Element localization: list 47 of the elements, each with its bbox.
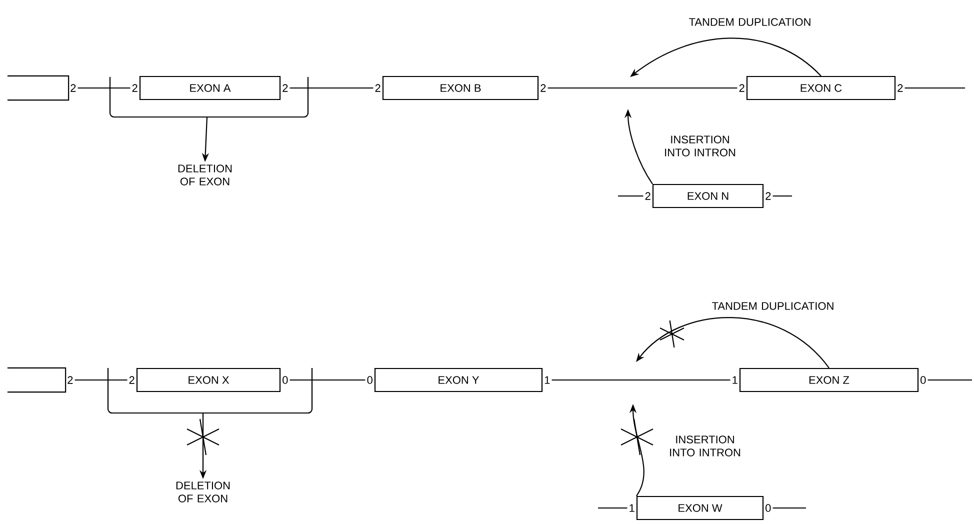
phase-number: 2: [68, 376, 73, 384]
phase-number: 0: [766, 504, 771, 512]
phase-number: 0: [920, 376, 926, 384]
exon-box: EXON X: [136, 368, 281, 392]
phase-number: 2: [282, 84, 288, 92]
exon-box: EXON C: [746, 76, 896, 100]
phase-number: 2: [898, 84, 903, 92]
caption-text: DELETION OF EXON: [178, 164, 232, 186]
edge-label: INSERTION INTO INTRON: [665, 136, 736, 156]
caption-text: DELETION OF EXON: [176, 482, 230, 502]
intron-line: [772, 507, 806, 509]
exon-box: EXON N: [652, 184, 764, 208]
phase-number: 2: [70, 84, 76, 92]
exon-box: EXON B: [382, 76, 539, 100]
phase-number: 2: [132, 84, 138, 92]
phase-number: 2: [739, 84, 744, 92]
intron-line: [618, 195, 644, 197]
phase-number: 1: [732, 376, 738, 384]
phase-number: 2: [375, 84, 380, 92]
phase-number: 1: [544, 376, 550, 384]
exon-box: [7, 367, 66, 393]
intron-line: [548, 87, 738, 89]
phase-number: 2: [766, 192, 771, 200]
phase-number: 0: [367, 376, 372, 384]
intron-line: [290, 87, 374, 89]
intron-line: [290, 379, 366, 381]
edge-label: INSERTION INTO INTRON: [670, 436, 740, 456]
exon-box: EXON Y: [374, 368, 543, 392]
intron-line: [904, 87, 965, 89]
exon-box: EXON Z: [739, 368, 919, 392]
edge-label: TANDEM DUPLICATION: [689, 18, 810, 26]
exon-box: EXON W: [636, 496, 764, 520]
intron-line: [74, 379, 128, 381]
phase-number: 2: [540, 84, 546, 92]
phase-number: 2: [645, 192, 650, 200]
phase-number: 1: [630, 504, 634, 512]
intron-line: [552, 379, 730, 381]
arrow: [636, 317, 830, 368]
intron-line: [78, 87, 130, 89]
phase-number: 0: [282, 376, 288, 384]
intron-line: [772, 195, 792, 197]
exon-box: [7, 75, 70, 101]
edge-label: TANDEM DUPLICATION: [712, 302, 834, 310]
phase-number: 2: [129, 376, 134, 384]
intron-line: [928, 379, 972, 381]
intron-line: [598, 507, 628, 509]
exon-box: EXON A: [139, 76, 281, 100]
